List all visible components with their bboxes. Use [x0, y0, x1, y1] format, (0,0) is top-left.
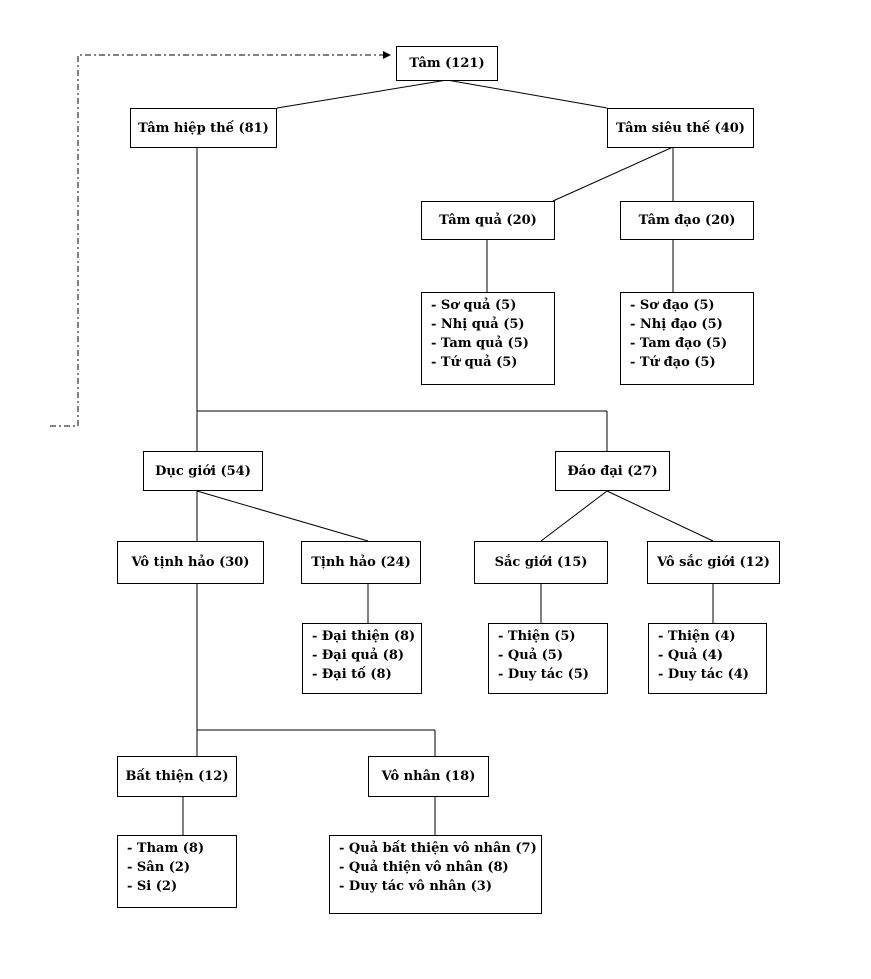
list-tam-dao: - Sơ đạo (5) - Nhị đạo (5) - Tam đạo (5)…: [620, 292, 754, 385]
list-item: - Si (2): [127, 879, 178, 894]
node-vo-sac-gioi: Vô sắc giới (12): [647, 541, 780, 584]
arrowhead-icon: [383, 51, 391, 59]
list-item: - Quả thiện vô nhân (8): [339, 860, 509, 875]
list-tam-qua: - Sơ quả (5) - Nhị quả (5) - Tam quả (5)…: [421, 292, 555, 385]
list-item: - Duy tác (5): [498, 667, 589, 682]
node-vo-nhan: Vô nhân (18): [368, 756, 489, 797]
node-tam-hiep-the: Tâm hiệp thế (81): [130, 108, 277, 148]
node-tam-dao: Tâm đạo (20): [620, 201, 754, 240]
list-item: - Đại tố (8): [312, 667, 392, 682]
node-tam-qua: Tâm quả (20): [421, 201, 555, 240]
list-item: - Thiện (5): [498, 629, 576, 644]
node-tam-sieu-the: Tâm siêu thế (40): [607, 108, 754, 148]
node-dao-dai: Đáo đại (27): [555, 451, 670, 491]
list-item: - Quả (5): [498, 648, 563, 663]
node-sac-gioi: Sắc giới (15): [474, 541, 608, 584]
node-duc-gioi: Dục giới (54): [143, 451, 263, 491]
list-bat-thien: - Tham (8) - Sân (2) - Si (2): [117, 835, 237, 908]
list-item: - Nhị quả (5): [431, 317, 525, 332]
list-vo-nhan: - Quả bất thiện vô nhân (7) - Quả thiện …: [329, 835, 542, 914]
connector: [552, 146, 674, 202]
connector: [606, 490, 714, 542]
list-item: - Sân (2): [127, 860, 191, 875]
list-item: - Tham (8): [127, 841, 205, 856]
connector: [196, 490, 369, 542]
feedback-arrow: [50, 54, 383, 427]
list-item: - Duy tác vô nhân (3): [339, 879, 492, 894]
node-vo-tinh-hao: Vô tịnh hảo (30): [117, 541, 264, 584]
connector: [540, 490, 608, 542]
list-item: - Tam quả (5): [431, 336, 529, 351]
node-tinh-hao: Tịnh hảo (24): [301, 541, 421, 584]
list-tinh-hao: - Đại thiện (8) - Đại quả (8) - Đại tố (…: [302, 623, 422, 694]
list-item: - Quả (4): [658, 648, 723, 663]
node-bat-thien: Bất thiện (12): [117, 756, 237, 797]
list-item: - Sơ quả (5): [431, 298, 517, 313]
list-item: - Đại thiện (8): [312, 629, 416, 644]
list-item: - Sơ đạo (5): [630, 298, 715, 313]
list-item: - Thiện (4): [658, 629, 736, 644]
connector: [446, 79, 608, 109]
list-item: - Duy tác (4): [658, 667, 749, 682]
list-item: - Tứ quả (5): [431, 355, 518, 370]
list-item: - Quả bất thiện vô nhân (7): [339, 841, 537, 856]
list-sac-gioi: - Thiện (5) - Quả (5) - Duy tác (5): [488, 623, 608, 694]
list-item: - Tam đạo (5): [630, 336, 728, 351]
node-tam: Tâm (121): [396, 46, 498, 81]
list-item: - Nhị đạo (5): [630, 317, 723, 332]
list-item: - Đại quả (8): [312, 648, 405, 663]
list-vo-sac-gioi: - Thiện (4) - Quả (4) - Duy tác (4): [648, 623, 767, 694]
list-item: - Tứ đạo (5): [630, 355, 716, 370]
connector: [276, 79, 448, 109]
